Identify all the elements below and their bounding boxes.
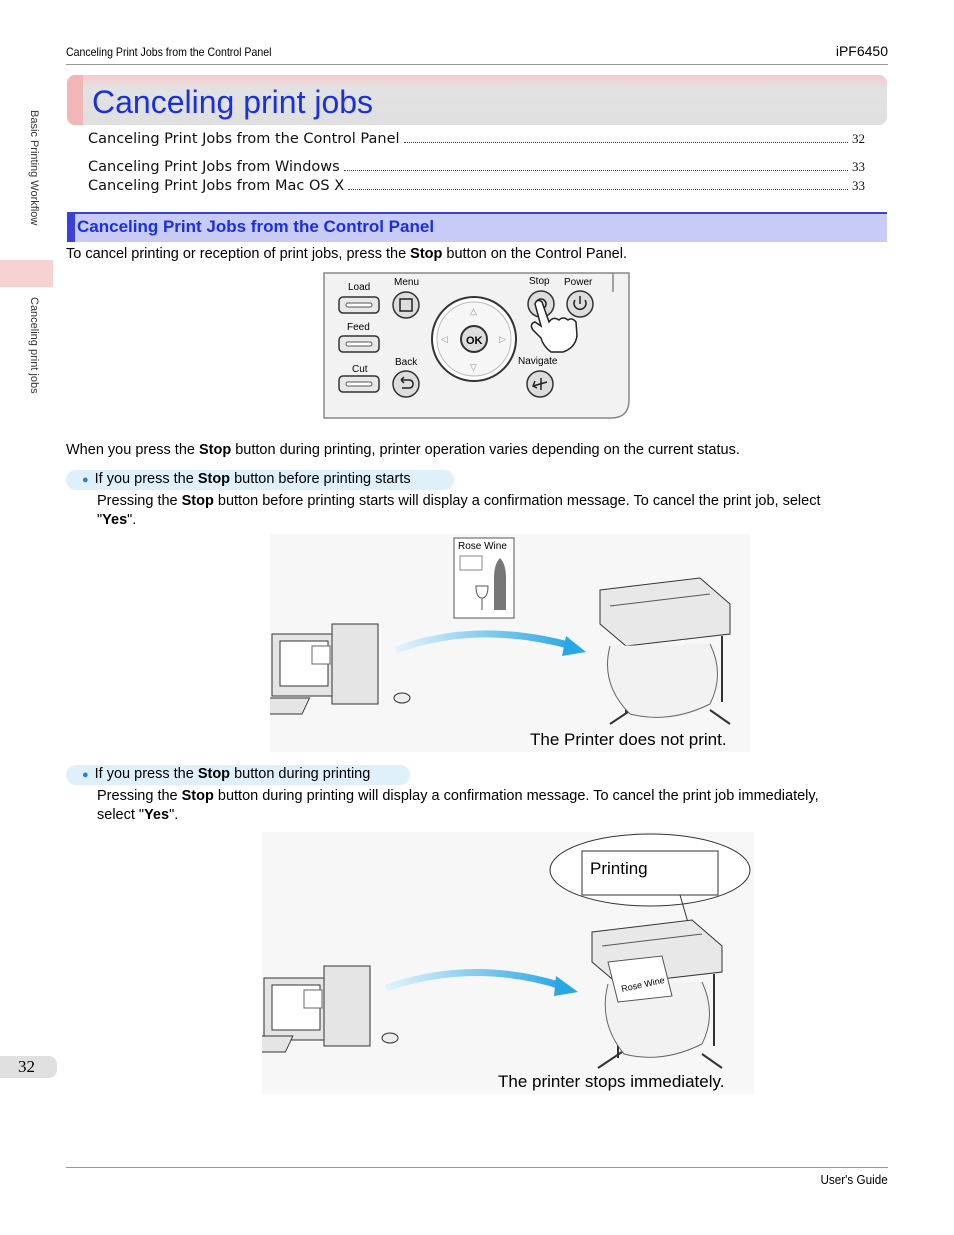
- load-button: [338, 296, 380, 314]
- menu-button: [392, 291, 420, 319]
- menu-label: Menu: [394, 277, 419, 288]
- back-label: Back: [395, 357, 418, 368]
- side-subsection-label[interactable]: Canceling print jobs: [28, 297, 40, 394]
- printer-icon: [599, 577, 731, 725]
- transfer-arrow: [384, 969, 564, 992]
- page-title: Canceling print jobs: [92, 84, 374, 120]
- document-label: Rose Wine: [458, 541, 507, 552]
- load-label: Load: [348, 282, 370, 293]
- toc-label: Canceling Print Jobs from the Control Pa…: [88, 131, 400, 147]
- toc-link-control-panel[interactable]: Canceling Print Jobs from the Control Pa…: [88, 131, 865, 147]
- status-paragraph: When you press the Stop button during pr…: [66, 442, 740, 458]
- printed-paper: [607, 955, 673, 1003]
- bullet-bar: [66, 765, 410, 785]
- svg-text:▷: ▷: [499, 334, 506, 344]
- ok-button: [460, 325, 488, 353]
- side-chapter-label[interactable]: Basic Printing Workflow: [28, 110, 40, 226]
- figure-before-printing: Rose Wine The Printer does not print.: [270, 534, 750, 752]
- svg-text:◁: ◁: [441, 334, 448, 344]
- navigate-icon: [532, 378, 548, 390]
- bullet2-body: Pressing the Stop button during printing…: [97, 788, 819, 823]
- page-number: 32: [18, 1057, 35, 1076]
- feed-label: Feed: [347, 322, 370, 333]
- svg-text:△: △: [470, 306, 477, 316]
- control-panel-illustration: Load Feed Cut Menu Back △ ▽ ◁ ▷ OK Stop …: [323, 272, 630, 419]
- svg-text:▽: ▽: [470, 362, 477, 372]
- bullet-bar: [66, 470, 454, 490]
- power-label: Power: [564, 277, 593, 288]
- figure-during-printing: Printing Rose Wine The printer stops imm…: [262, 832, 754, 1094]
- menu-icon: [399, 298, 413, 312]
- side-current-tab: [0, 260, 53, 287]
- navigate-label: Navigate: [518, 356, 558, 367]
- feed-button: [338, 335, 380, 353]
- toc-label: Canceling Print Jobs from Mac OS X: [88, 178, 345, 194]
- cut-button: [338, 375, 380, 393]
- header-rule: [66, 64, 888, 65]
- figure2-caption: The printer stops immediately.: [498, 1072, 724, 1091]
- section-accent: [67, 212, 75, 242]
- intro-paragraph: To cancel printing or reception of print…: [66, 246, 627, 262]
- section-bar: [67, 212, 887, 242]
- stop-label: Stop: [529, 276, 550, 287]
- bubble-text: Printing: [590, 859, 648, 878]
- bullet-heading-before-printing: ●If you press the Stop button before pri…: [82, 471, 411, 487]
- bullet1-body: Pressing the Stop button before printing…: [97, 493, 821, 528]
- section-title: Canceling Print Jobs from the Control Pa…: [77, 217, 435, 236]
- bullet-icon: ●: [82, 769, 89, 781]
- cut-label: Cut: [352, 364, 368, 375]
- page-number-tab: [0, 1056, 57, 1078]
- toc-page: 32: [852, 131, 865, 146]
- running-header-section: Canceling Print Jobs from the Control Pa…: [66, 45, 272, 59]
- back-button: [392, 370, 420, 398]
- footer-rule: [66, 1167, 888, 1168]
- toc-page: 33: [852, 178, 865, 193]
- toc-page: 33: [852, 159, 865, 174]
- figure1-caption: The Printer does not print.: [530, 730, 727, 749]
- toc-link-windows[interactable]: Canceling Print Jobs from Windows 33: [88, 159, 865, 175]
- pointing-hand-icon: [530, 299, 578, 353]
- printer-icon: [591, 919, 723, 1069]
- printer-display: [581, 850, 719, 896]
- computer-icon: [270, 623, 411, 715]
- arrow-head-icon: [554, 976, 578, 996]
- footer-guide-label: User's Guide: [820, 1172, 888, 1187]
- power-icon: [573, 296, 587, 310]
- back-icon: [400, 376, 414, 389]
- ok-label: OK: [466, 335, 483, 347]
- toc-link-macos[interactable]: Canceling Print Jobs from Mac OS X 33: [88, 178, 865, 194]
- transfer-arrow: [394, 630, 573, 654]
- title-accent: [67, 75, 83, 125]
- computer-icon: [262, 965, 399, 1053]
- toc-label: Canceling Print Jobs from Windows: [88, 159, 340, 175]
- bullet-heading-during-printing: ●If you press the Stop button during pri…: [82, 766, 371, 782]
- document-icon: [453, 537, 515, 619]
- bullet-icon: ●: [82, 474, 89, 486]
- running-header-model: iPF6450: [835, 43, 888, 59]
- arrow-head-icon: [562, 636, 586, 656]
- title-bar: [67, 75, 887, 125]
